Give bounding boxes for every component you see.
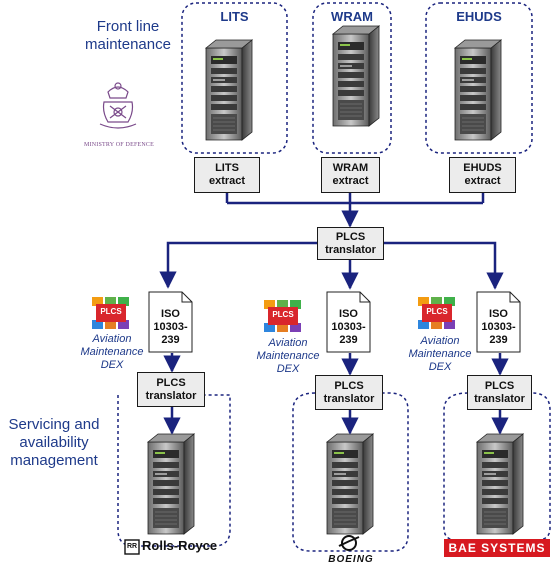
lits-extract-line-2: extract [208,175,246,187]
dex-3-line-3: DEX [428,361,452,373]
rolls-royce-plcs-translator-box: PLCS translator [137,372,205,407]
iso-doc-3-line-1: ISO [489,308,508,320]
dex-1-line-1: Aviation [92,333,132,345]
servicing-line-1: Servicing and [8,416,100,433]
iso-document-1-shape [148,291,193,353]
bae-plcs-translator-box: PLCS translator [467,375,532,410]
bae-region [443,392,551,541]
rolls-royce-logo: Rolls-Royce [142,538,218,553]
dex-1-line-2: Maintenance [80,346,144,358]
boeing-plcs-translator-box: PLCS translator [315,375,383,410]
servicing-line-3: management [10,452,98,469]
iso-doc-3-line-2: 10303- [481,321,516,333]
boeing-logo: BOEING [328,554,374,565]
iso-document-3-fold [509,292,520,303]
bae-translator-line-1: PLCS [484,379,515,392]
rr-translator-line-1: PLCS [156,376,186,389]
iso-doc-2-line-1: ISO [339,308,358,320]
front-line-heading: Front line maintenance [78,18,178,54]
iso-doc-1-line-3: 239 [161,334,180,346]
lits-title: LITS [220,9,249,24]
wram-server-icon [332,25,380,127]
rolls-royce-server-icon [147,433,195,535]
fanout-connectors [159,241,504,290]
wram-region [312,2,392,154]
central-translator-line-1: PLCS [335,230,366,243]
plcs-logo-label-1: PLCS [100,307,122,316]
rolls-royce-monogram-icon [124,539,140,555]
iso-document-2-fold [359,292,370,303]
dex-2-line-1: Aviation [268,337,308,349]
dex-label-1: Aviation Maintenance DEX [74,333,150,372]
iso-document-1-fold [181,292,192,303]
dex-2-line-3: DEX [276,363,300,375]
top-connectors [225,193,485,228]
iso-document-3: ISO 10303- 239 [477,308,520,347]
central-plcs-translator-box: PLCS translator [317,227,384,260]
rolls-royce-region [117,394,231,547]
iso-doc-2-line-3: 239 [339,334,358,346]
boeing-translator-line-2: translator [323,392,375,405]
boeing-translator-line-1: PLCS [334,379,364,392]
iso-doc-1-line-1: ISO [161,308,180,320]
ehuds-region [425,2,533,154]
ehuds-server-icon [454,39,502,141]
ministry-of-defence-text: MINISTRY OF DEFENCE [84,142,154,148]
plcs-logo-label-2: PLCS [272,310,294,319]
iso-doc-3-line-3: 239 [489,334,508,346]
wram-title: WRAM [331,9,373,24]
rr-translator-line-2: translator [145,389,197,402]
iso-doc-2-line-2: 10303- [331,321,366,333]
lits-server-icon [205,39,253,141]
doc-arrows [163,353,509,376]
bae-translator-line-2: translator [474,392,525,405]
iso-document-2-shape [326,291,371,353]
lits-region [181,2,288,154]
boeing-server-icon [326,433,374,535]
rolls-royce-monogram-text: RR [126,543,138,550]
servicing-line-2: availability [19,434,89,451]
central-translator-line-2: translator [325,243,376,256]
bae-systems-logo: BAE SYSTEMS [444,539,550,557]
dex-3-line-2: Maintenance [408,348,472,360]
iso-document-3-shape [476,291,521,353]
dex-1-line-3: DEX [100,359,124,371]
bae-server-icon [476,433,524,535]
plcs-logo-label-3: PLCS [426,307,448,316]
iso-document-1: ISO 10303- 239 [149,308,192,347]
boeing-symbol-icon [338,535,360,551]
ehuds-extract-line-1: EHUDS [463,162,502,174]
ehuds-extract-box: EHUDS extract [449,157,516,193]
dex-label-2: Aviation Maintenance DEX [250,337,326,376]
wram-extract-line-1: WRAM [332,162,369,174]
server-arrows [163,407,509,435]
wram-extract-box: WRAM extract [321,157,380,193]
boeing-region [292,392,409,552]
ehuds-title: EHUDS [456,9,502,24]
dex-3-line-1: Aviation [420,335,460,347]
lits-extract-box: LITS extract [194,157,260,193]
iso-document-2: ISO 10303- 239 [327,308,370,347]
front-line-line-1: Front line [96,18,160,35]
dex-2-line-2: Maintenance [256,350,320,362]
wram-extract-line-2: extract [332,175,369,187]
ehuds-extract-line-2: extract [464,175,501,187]
lits-extract-line-1: LITS [215,162,239,174]
ministry-crest-icon [99,82,137,129]
iso-doc-1-line-2: 10303- [153,321,188,333]
servicing-heading: Servicing and availability management [0,416,108,470]
front-line-line-2: maintenance [85,36,171,53]
dex-label-3: Aviation Maintenance DEX [402,335,478,374]
